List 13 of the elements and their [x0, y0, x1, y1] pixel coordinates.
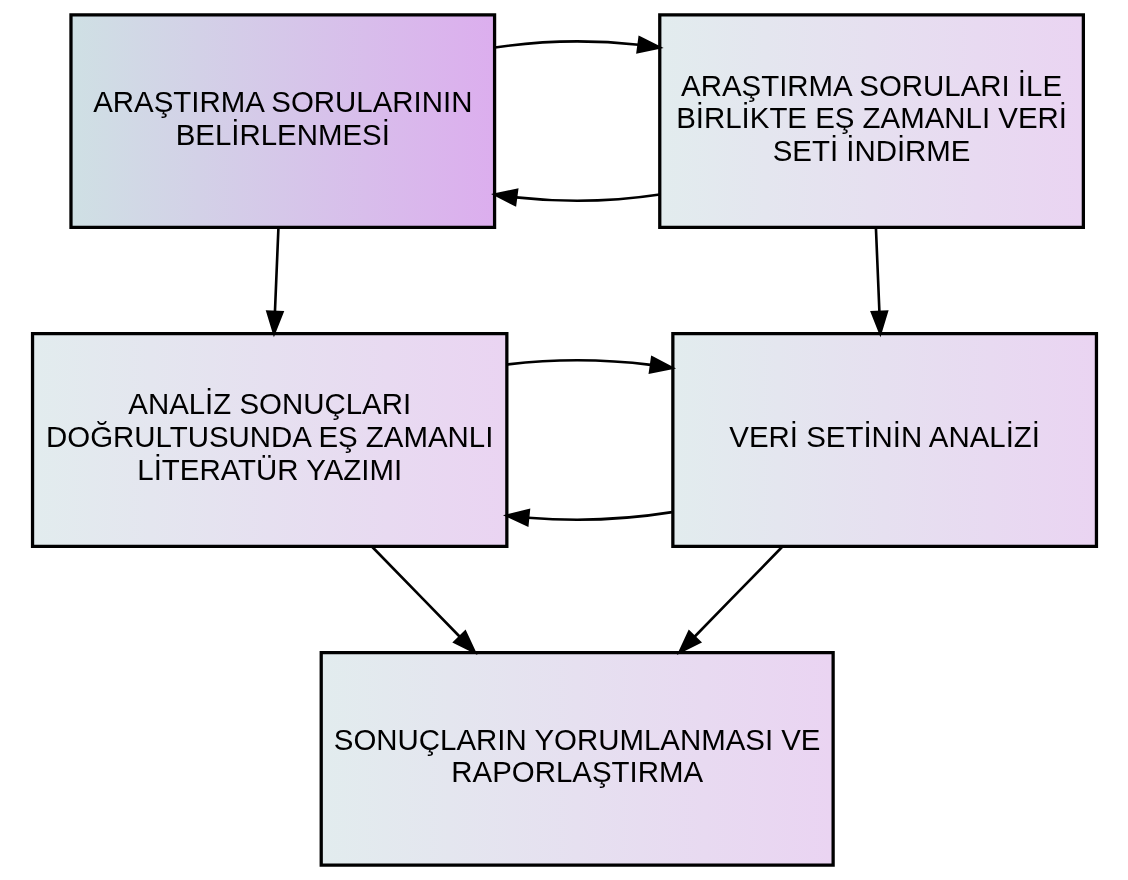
node-box: VERİ SETİNİN ANALİZİ [670, 332, 1098, 548]
arrow [869, 227, 889, 338]
node-box: SONUÇLARIN YORUMLANMASI VE RAPORLAŞTIRMA [319, 651, 835, 867]
node-box: ARAŞTIRMA SORULARI İLE BİRLİKTE EŞ ZAMANLI VERİ SETİ İNDİRME [657, 13, 1085, 229]
arrow [676, 545, 783, 655]
arrow [494, 35, 664, 54]
arrow [370, 545, 477, 655]
arrow [502, 508, 672, 528]
arrow [506, 355, 676, 374]
arrow [490, 188, 660, 207]
node-box: ARAŞTIRMA SORULARININ BELİRLENMESİ [68, 13, 496, 229]
arrow [265, 227, 284, 338]
node-box: ANALİZ SONUÇLARI DOĞRULTUSUNDA EŞ ZAMANLI LİTERATÜR YAZIMI [30, 332, 508, 548]
